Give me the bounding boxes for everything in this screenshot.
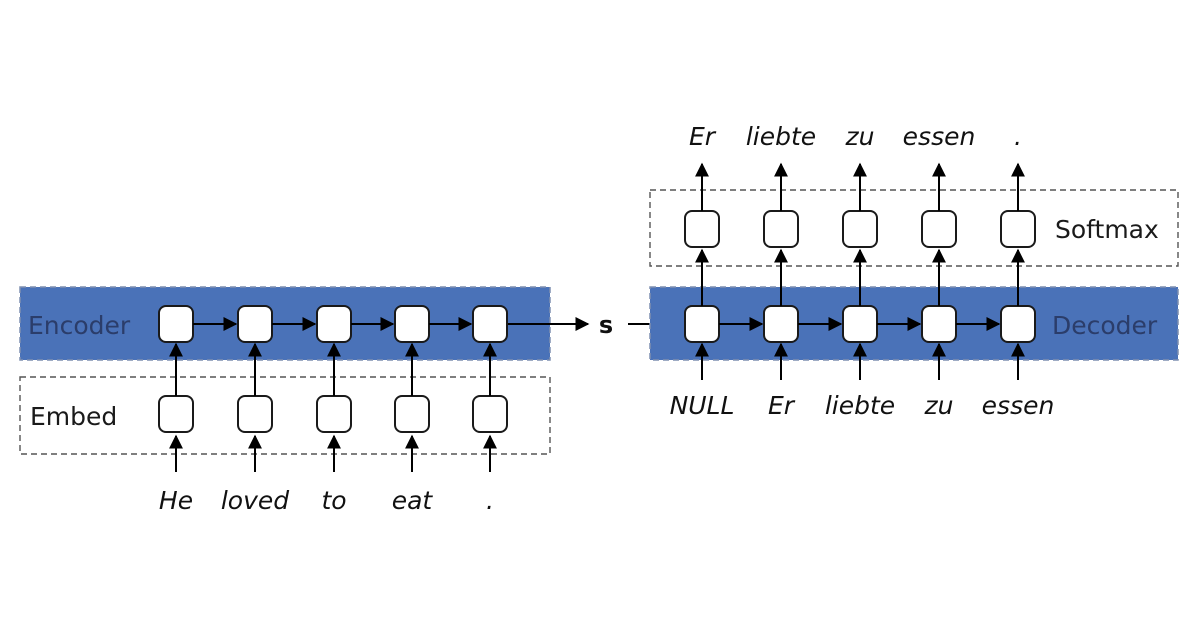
decoder-cell [921, 305, 957, 343]
softmax-cell [684, 210, 720, 248]
softmax-cell [921, 210, 957, 248]
encoder-input-token: . [486, 486, 494, 515]
softmax-cell [1000, 210, 1036, 248]
embed-cell [394, 395, 430, 433]
decoder-input-token: Er [768, 391, 796, 420]
embed-cell [237, 395, 273, 433]
decoder-input-token: liebte [825, 391, 895, 420]
decoder-cell [1000, 305, 1036, 343]
decoder-cell [684, 305, 720, 343]
encoder-input-token: loved [221, 486, 289, 515]
decoder-output-token: Er [689, 122, 717, 151]
encoder-cell [237, 305, 273, 343]
embed-box [19, 376, 551, 455]
context-vector-label: s [599, 311, 613, 339]
encoder-input-token: to [321, 486, 346, 515]
decoder-cell [763, 305, 799, 343]
decoder-output-token: . [1014, 122, 1022, 151]
decoder-output-token: liebte [746, 122, 816, 151]
decoder-output-token: zu [845, 122, 875, 151]
embed-label: Embed [30, 402, 117, 431]
decoder-input-token: zu [924, 391, 954, 420]
encoder-input-token: He [159, 486, 193, 515]
encoder-cell [472, 305, 508, 343]
encoder-input-token: eat [392, 486, 434, 515]
encoder-label: Encoder [28, 311, 131, 340]
softmax-box [649, 189, 1179, 267]
encoder-cell [158, 305, 194, 343]
decoder-label: Decoder [1052, 311, 1158, 340]
encoder-cell [316, 305, 352, 343]
embed-cell [472, 395, 508, 433]
embed-cell [158, 395, 194, 433]
softmax-cell [763, 210, 799, 248]
softmax-label: Softmax [1055, 215, 1159, 244]
decoder-input-token: NULL [670, 391, 735, 420]
decoder-output-token: essen [903, 122, 976, 151]
softmax-cell [842, 210, 878, 248]
decoder-input-token: essen [982, 391, 1055, 420]
decoder-cell [842, 305, 878, 343]
embed-cell [316, 395, 352, 433]
encoder-cell [394, 305, 430, 343]
